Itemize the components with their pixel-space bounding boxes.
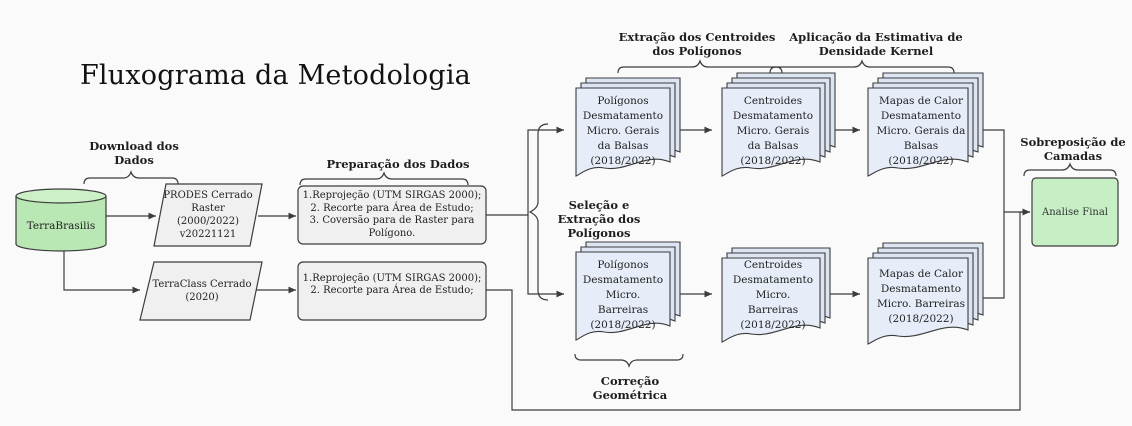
document-sheet <box>867 87 969 177</box>
prep2-step-1: 1.Reprojeção (UTM SIRGAS 2000); <box>302 272 482 284</box>
arrow-source-to-terraclass <box>63 246 140 294</box>
diagram-title: Fluxograma da Metodologia <box>80 60 471 91</box>
node-terrabrasilis: TerraBrasilis <box>16 204 106 248</box>
prep1-step-1: 1.Reprojeção (UTM SIRGAS 2000); <box>302 190 482 201</box>
terrabrasilis-database-shape <box>15 188 107 252</box>
stack-centroides-barreiras <box>721 247 831 343</box>
terraclass-parallelogram-shape <box>139 261 263 321</box>
brace-sobreposicao <box>1023 162 1117 177</box>
document-sheet <box>721 87 821 177</box>
header-selecao: Seleção e Extração dos Polígonos <box>557 198 641 240</box>
node-prodes: PRODES Cerrado Raster (2000/2022) v20221… <box>160 188 256 242</box>
stack-poligonos-balsas <box>575 77 681 177</box>
terraclass-label: TerraClass Cerrado (2020) <box>152 279 252 303</box>
arrow-prep1-to-split <box>486 126 564 216</box>
arrow-map-barreiras-to-final <box>975 212 1005 299</box>
analise-final-label: Analise Final <box>1042 206 1108 218</box>
prodes-label: PRODES Cerrado Raster (2000/2022) v20221… <box>163 190 253 240</box>
header-correcao: Correção Geométrica <box>592 374 668 402</box>
node-terraclass: TerraClass Cerrado (2020) <box>150 266 254 316</box>
terrabrasilis-label: TerraBrasilis <box>26 219 96 232</box>
header-sobreposicao: Sobreposição de Camadas <box>1020 135 1126 163</box>
brace-download <box>83 170 179 185</box>
node-poligonos-barreiras: Polígonos Desmatamento Micro. Barreiras … <box>582 256 664 334</box>
header-extracao-centroides: Extração dos Centroides dos Polígonos <box>618 30 776 58</box>
node-prep2: 1.Reprojeção (UTM SIRGAS 2000); 2. Recor… <box>302 268 482 302</box>
document-sheet <box>867 257 969 345</box>
node-poligonos-balsas: Polígonos Desmatamento Micro. Gerais da … <box>582 92 664 170</box>
poligonos-barreiras-label: Polígonos Desmatamento Micro. Barreiras … <box>582 258 664 331</box>
header-kernel: Aplicação da Estimativa de Densidade Ker… <box>789 30 963 58</box>
node-centroides-barreiras: Centroides Desmatamento Micro. Barreiras… <box>730 256 816 334</box>
stack-centroides-balsas <box>721 72 836 177</box>
node-prep1: 1.Reprojeção (UTM SIRGAS 2000); 2. Recor… <box>302 188 482 242</box>
node-mapas-balsas: Mapas de Calor Desmatamento Micro. Gerai… <box>876 92 966 170</box>
centroides-barreiras-label: Centroides Desmatamento Micro. Barreiras… <box>732 258 814 331</box>
brace-preparacao <box>299 171 469 186</box>
node-centroides-balsas: Centroides Desmatamento Micro. Gerais da… <box>730 92 816 170</box>
header-download: Download dos Dados <box>89 139 179 167</box>
document-sheet <box>575 251 671 341</box>
prep2-box-shape <box>297 261 487 321</box>
brace-extracao <box>617 59 783 74</box>
prodes-parallelogram-shape <box>153 183 263 247</box>
mapas-barreiras-label: Mapas de Calor Desmatamento Micro. Barre… <box>876 268 966 325</box>
stack-mapas-barreiras <box>867 242 984 345</box>
prep1-step-2: 2. Recorte para Área de Estudo; <box>310 202 474 214</box>
mapas-balsas-label: Mapas de Calor Desmatamento Micro. Gerai… <box>876 94 966 167</box>
header-preparacao: Preparação dos Dados <box>326 157 470 171</box>
final-box-shape <box>1031 177 1119 247</box>
node-analise-final: Analise Final <box>1032 178 1118 246</box>
arrow-map-balsas-to-final <box>975 129 1030 216</box>
document-sheet <box>575 87 671 177</box>
brace-correcao <box>574 353 684 368</box>
brace-kernel <box>769 59 955 74</box>
node-mapas-barreiras: Mapas de Calor Desmatamento Micro. Barre… <box>876 262 966 332</box>
poligonos-balsas-label: Polígonos Desmatamento Micro. Gerais da … <box>582 94 664 167</box>
arrow-split-to-barreiras <box>527 215 564 298</box>
prep1-box-shape <box>297 185 487 245</box>
stack-mapas-balsas <box>867 72 984 177</box>
document-sheet <box>721 257 821 343</box>
stack-poligonos-barreiras <box>575 241 681 341</box>
prep1-step-3: 3. Coversão para de Raster para Polígono… <box>309 215 475 239</box>
centroides-balsas-label: Centroides Desmatamento Micro. Gerais da… <box>732 94 814 167</box>
prep2-step-2: 2. Recorte para Área de Estudo; <box>310 285 474 296</box>
